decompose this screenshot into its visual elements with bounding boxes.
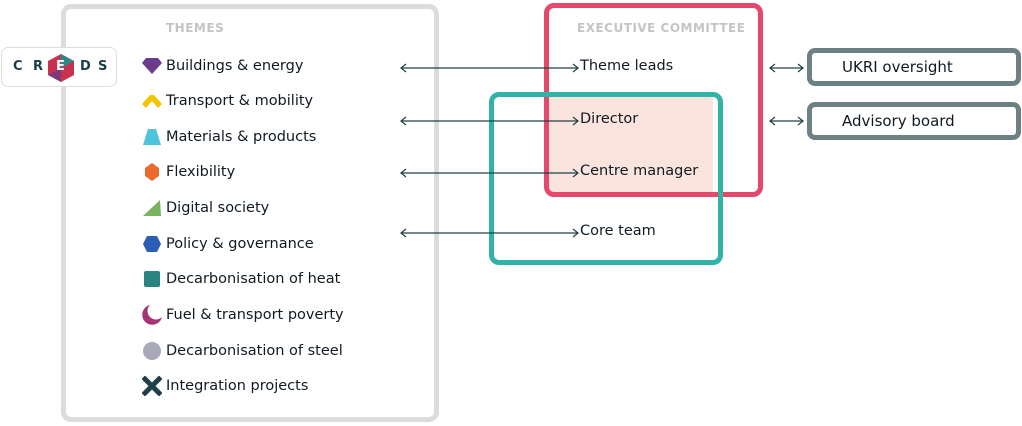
themes-title: THEMES: [166, 21, 225, 35]
theme-label: Decarbonisation of heat: [166, 271, 341, 287]
theme-item-digital: Digital society: [141, 196, 269, 220]
theme-item-integration: Integration projects: [141, 374, 308, 398]
theme-item-flexibility: Flexibility: [141, 160, 235, 184]
role-core-team: Core team: [580, 223, 656, 239]
theme-label: Materials & products: [166, 129, 317, 145]
ukri-oversight-box: UKRI oversight: [807, 48, 1021, 86]
theme-item-steel: Decarbonisation of steel: [141, 339, 343, 363]
logo-letter-r: R: [33, 59, 44, 74]
theme-item-transport: Transport & mobility: [141, 89, 313, 113]
orange-hexagon-icon: [141, 161, 163, 183]
purple-gem-icon: [141, 55, 163, 77]
role-director: Director: [580, 111, 639, 127]
ukri-oversight-label: UKRI oversight: [842, 58, 953, 76]
advisory-board-label: Advisory board: [842, 112, 955, 130]
role-theme-leads: Theme leads: [580, 58, 674, 74]
theme-label: Flexibility: [166, 164, 236, 180]
logo-letter-c: C: [13, 59, 23, 74]
theme-item-policy: Policy & governance: [141, 232, 314, 256]
arrow-director: [400, 116, 579, 126]
teal-square-icon: [141, 268, 163, 290]
light-blue-trapezoid-icon: [141, 126, 163, 148]
theme-item-fuel-poverty: Fuel & transport poverty: [141, 303, 344, 327]
grey-circle-icon: [141, 340, 163, 362]
theme-label: Policy & governance: [166, 236, 314, 252]
executive-committee-title: EXECUTIVE COMMITTEE: [577, 21, 746, 35]
theme-label: Decarbonisation of steel: [166, 343, 343, 359]
arrow-ukri-oversight: [769, 63, 804, 73]
role-centre-manager: Centre manager: [580, 163, 699, 179]
creds-logo: C R E D S: [1, 47, 117, 87]
advisory-board-box: Advisory board: [807, 102, 1021, 140]
theme-item-materials: Materials & products: [141, 125, 316, 149]
theme-label: Digital society: [166, 200, 270, 216]
theme-label: Transport & mobility: [166, 93, 314, 109]
arrow-advisory-board: [769, 116, 804, 126]
theme-item-buildings: Buildings & energy: [141, 54, 303, 78]
theme-item-heat: Decarbonisation of heat: [141, 267, 340, 291]
green-triangle-icon: [141, 197, 163, 219]
logo-letter-s: S: [98, 59, 108, 74]
core-team-box: [489, 92, 723, 265]
theme-label: Integration projects: [166, 378, 309, 394]
yellow-chevron-icon: [141, 90, 163, 112]
blue-hexagon-icon: [141, 233, 163, 255]
theme-label: Fuel & transport poverty: [166, 307, 344, 323]
logo-letter-e: E: [56, 59, 65, 74]
executive-core-overlap: [549, 92, 713, 192]
magenta-crescent-icon: [141, 304, 163, 326]
logo-hexagon-icon: [48, 54, 74, 82]
arrow-theme-leads: [400, 63, 579, 73]
dark-cross-icon: [141, 375, 163, 397]
logo-letter-d: D: [80, 59, 91, 74]
arrow-centre-manager: [400, 168, 579, 178]
themes-panel: THEMES: [61, 4, 439, 422]
arrow-core-team: [400, 228, 579, 238]
theme-label: Buildings & energy: [166, 58, 304, 74]
